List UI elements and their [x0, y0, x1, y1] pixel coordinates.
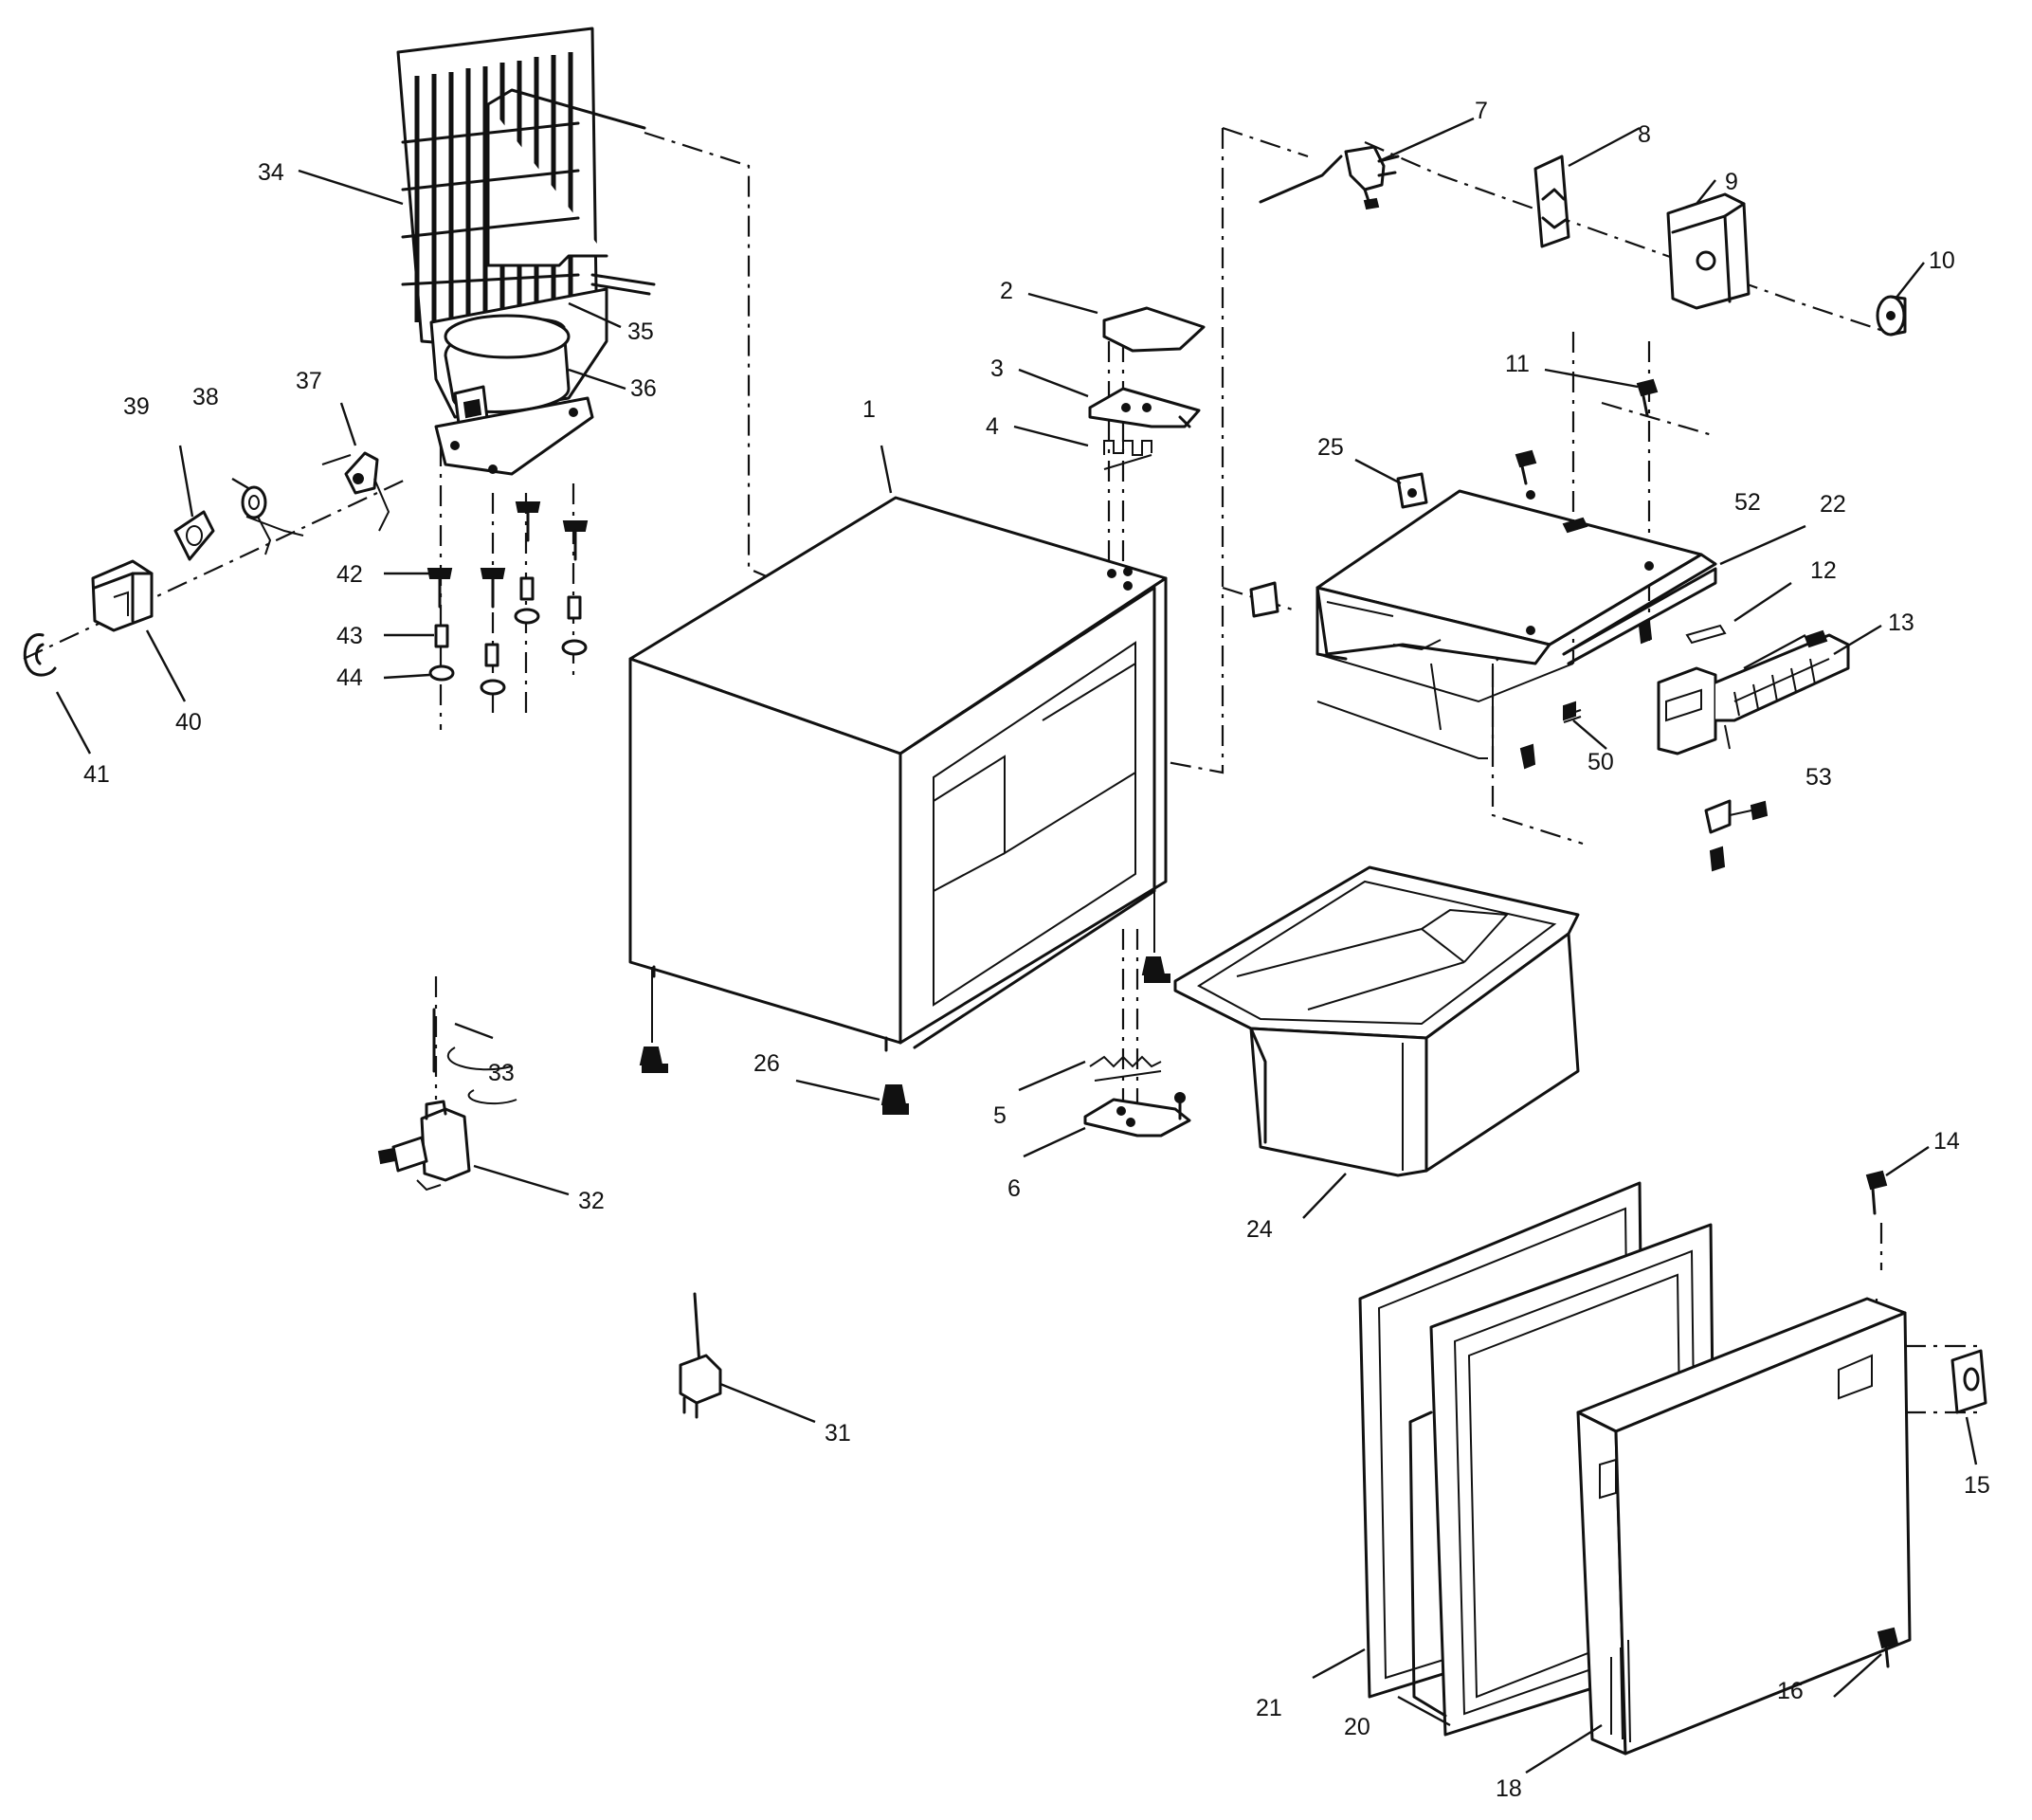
door-pins — [1865, 1170, 1899, 1668]
callout-25: 25 — [1317, 434, 1344, 461]
callout-52: 52 — [1734, 489, 1761, 516]
callout-42: 42 — [336, 561, 363, 588]
callout-18: 18 — [1496, 1775, 1522, 1802]
callout-36: 36 — [630, 375, 657, 402]
leader-lines — [55, 117, 1978, 1774]
knob-10 — [1876, 295, 1907, 337]
callout-labels: 1 2 3 4 5 6 7 8 9 10 11 12 13 14 15 16 1… — [83, 98, 1990, 1802]
thermostat — [1259, 145, 1400, 210]
callout-1: 1 — [862, 396, 876, 423]
relay-box-40 — [91, 559, 154, 632]
callout-39: 39 — [123, 393, 150, 420]
top-hinge-assembly — [1088, 306, 1206, 470]
ice-maker — [1657, 629, 1850, 755]
callout-44: 44 — [336, 664, 363, 691]
callout-38: 38 — [192, 384, 219, 410]
power-cord-31 — [679, 1292, 722, 1419]
clip-38 — [241, 485, 304, 555]
door-panel-18 — [1576, 1297, 1912, 1756]
handle-15 — [1950, 1349, 1987, 1414]
clip-41 — [23, 633, 57, 677]
callout-22: 22 — [1820, 491, 1846, 518]
callout-6: 6 — [1007, 1175, 1021, 1202]
water-valve-32 — [377, 1008, 471, 1192]
callout-15: 15 — [1964, 1472, 1990, 1499]
callout-8: 8 — [1638, 121, 1651, 148]
callout-16: 16 — [1777, 1678, 1804, 1704]
screw-11 — [1515, 378, 1659, 485]
callout-53: 53 — [1805, 764, 1832, 791]
bottom-hinge-assembly — [1083, 1055, 1191, 1138]
callout-4: 4 — [986, 413, 999, 440]
bracket-53 — [1704, 799, 1769, 872]
callout-12: 12 — [1810, 557, 1837, 584]
callout-14: 14 — [1933, 1128, 1960, 1155]
callout-37: 37 — [296, 368, 322, 394]
evaporator-shelf — [1315, 489, 1717, 770]
tube-33 — [446, 1046, 517, 1105]
callout-26: 26 — [753, 1050, 780, 1077]
grommet-kit — [426, 501, 589, 696]
callout-5: 5 — [993, 1102, 1007, 1129]
callout-20: 20 — [1344, 1714, 1370, 1740]
callout-3: 3 — [990, 355, 1004, 382]
overload-37 — [321, 451, 390, 532]
callout-50: 50 — [1588, 749, 1614, 775]
condenser-coil — [396, 27, 656, 357]
callout-32: 32 — [578, 1188, 605, 1214]
callout-7: 7 — [1475, 98, 1488, 124]
callout-33: 33 — [488, 1060, 515, 1086]
callout-11: 11 — [1505, 351, 1530, 377]
bracket-8 — [1533, 155, 1570, 248]
pin-12 — [1685, 624, 1727, 645]
callout-35: 35 — [627, 318, 654, 345]
callout-2: 2 — [1000, 278, 1013, 304]
callout-34: 34 — [258, 159, 284, 186]
callout-24: 24 — [1246, 1216, 1273, 1243]
compressor — [429, 287, 608, 476]
cabinet-body — [628, 496, 1170, 1115]
control-box-9 — [1666, 192, 1751, 310]
cover-39 — [173, 510, 215, 561]
callout-10: 10 — [1929, 247, 1955, 274]
callout-9: 9 — [1725, 169, 1738, 195]
callout-13: 13 — [1888, 610, 1914, 636]
clip-25 — [1249, 472, 1428, 618]
callout-21: 21 — [1256, 1695, 1282, 1721]
drip-pan — [1173, 865, 1580, 1177]
callout-40: 40 — [175, 709, 202, 736]
callout-31: 31 — [825, 1420, 851, 1447]
callout-41: 41 — [83, 761, 110, 788]
callout-43: 43 — [336, 623, 363, 649]
